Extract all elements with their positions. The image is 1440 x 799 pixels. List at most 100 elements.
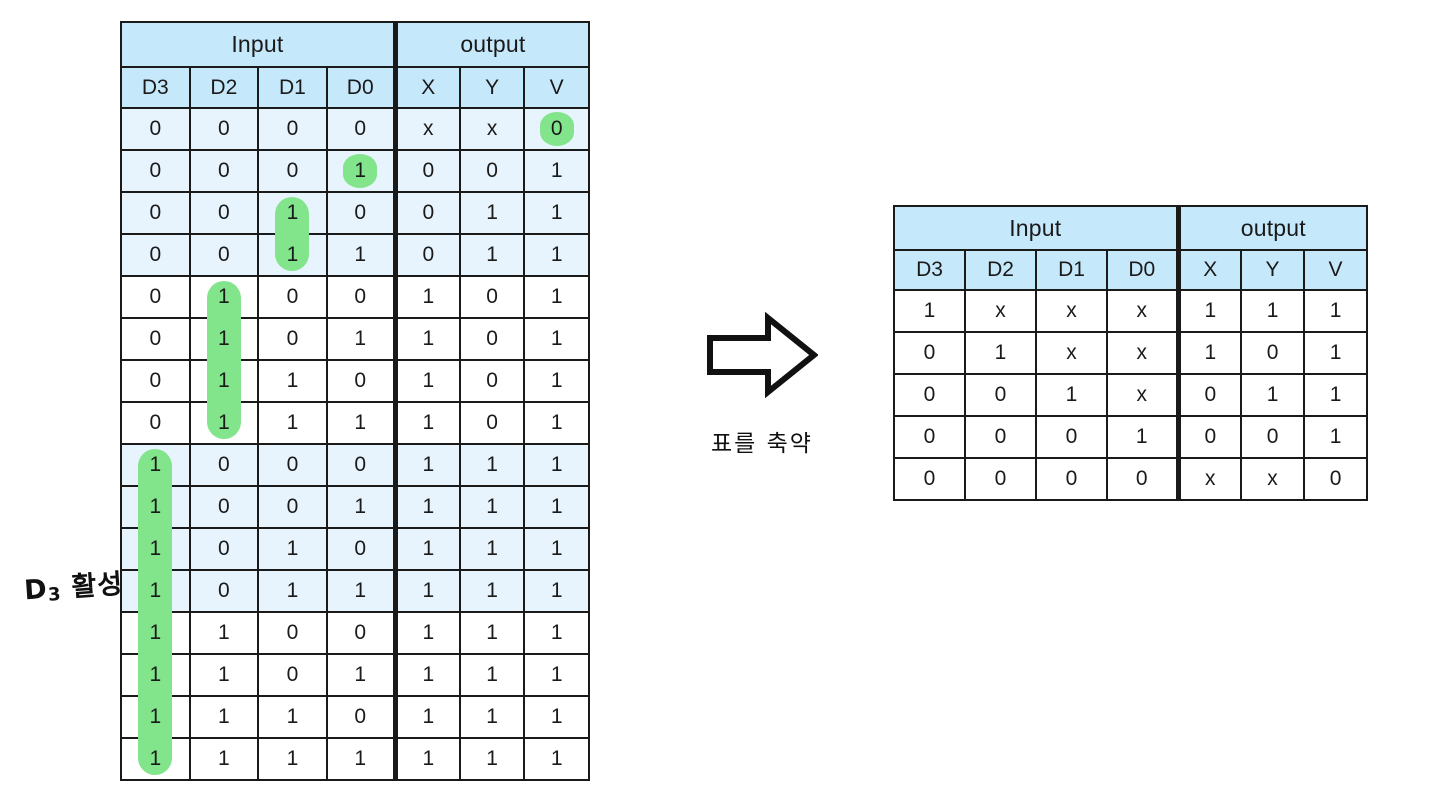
cell-y-r5: x [1240, 457, 1306, 501]
cell-d2-r2: 1 [964, 331, 1037, 375]
cell-y-r16: 1 [458, 737, 526, 781]
cell-d3-r5: 0 [120, 275, 191, 319]
column-header-d3: D3 [120, 66, 191, 109]
group-header-output: output [1175, 205, 1369, 251]
cell-d2-r10: 0 [188, 485, 260, 529]
column-header-d1: D1 [1035, 249, 1108, 291]
cell-d3-r4: 0 [120, 233, 191, 277]
cell-d0-r4: 1 [325, 233, 397, 277]
cell-x-r3: 0 [392, 191, 461, 235]
cell-d0-r2: x [1105, 331, 1180, 375]
cell-y-r9: 1 [458, 443, 526, 487]
cell-d1-r10: 0 [257, 485, 328, 529]
cell-d1-r3: 1 [257, 191, 328, 237]
column-header-d1: D1 [257, 66, 328, 109]
cell-d3-r5: 0 [893, 457, 966, 501]
highlight-pill-d3 [138, 449, 173, 489]
cell-x-r16: 1 [392, 737, 461, 781]
cell-y-r14: 1 [458, 653, 526, 697]
cell-d2-r16: 1 [188, 737, 260, 781]
cell-y-r12: 1 [458, 569, 526, 613]
cell-d3-r3: 0 [893, 373, 966, 417]
highlight-pill-d0 [343, 154, 378, 188]
column-header-y: Y [1240, 249, 1306, 291]
group-header-input: Input [119, 21, 397, 68]
cell-x-r5: x [1175, 457, 1243, 501]
cell-d3-r2: 0 [120, 149, 191, 193]
cell-y-r2: 0 [1240, 331, 1306, 375]
cell-d2-r8: 1 [188, 399, 260, 445]
cell-y-r6: 0 [458, 317, 526, 361]
cell-d1-r1: 0 [257, 107, 328, 151]
cell-d1-r7: 1 [257, 359, 328, 403]
cell-d0-r5: 0 [1105, 457, 1180, 501]
cell-v-r3: 1 [523, 191, 590, 235]
cell-d2-r5: 0 [964, 457, 1037, 501]
cell-d2-r2: 0 [188, 149, 260, 193]
cell-y-r5: 0 [458, 275, 526, 319]
column-header-x: X [1175, 249, 1243, 291]
cell-d1-r2: 0 [257, 149, 328, 193]
cell-v-r8: 1 [523, 401, 590, 445]
cell-y-r1: 1 [1240, 289, 1306, 333]
cell-d3-r11: 1 [120, 525, 191, 573]
cell-x-r12: 1 [392, 569, 461, 613]
cell-d3-r1: 1 [893, 289, 966, 333]
cell-v-r4: 1 [523, 233, 590, 277]
cell-d2-r12: 0 [188, 569, 260, 613]
cell-d0-r13: 0 [325, 611, 397, 655]
cell-d1-r4: 0 [1035, 415, 1108, 459]
column-header-d3: D3 [893, 249, 966, 291]
cell-x-r5: 1 [392, 275, 461, 319]
cell-d2-r6: 1 [188, 315, 260, 363]
cell-d1-r3: 1 [1035, 373, 1108, 417]
cell-d0-r6: 1 [325, 317, 397, 361]
cell-x-r11: 1 [392, 527, 461, 571]
cell-v-r5: 0 [1303, 457, 1369, 501]
highlight-pill-d3 [138, 735, 173, 775]
cell-d0-r4: 1 [1105, 415, 1180, 459]
cell-d0-r14: 1 [325, 653, 397, 697]
cell-d3-r9: 1 [120, 443, 191, 489]
cell-v-r10: 1 [523, 485, 590, 529]
cell-x-r1: x [392, 107, 461, 151]
cell-v-r7: 1 [523, 359, 590, 403]
cell-d2-r4: 0 [188, 233, 260, 277]
cell-d0-r1: 0 [325, 107, 397, 151]
cell-d1-r16: 1 [257, 737, 328, 781]
cell-v-r12: 1 [523, 569, 590, 613]
cell-v-r5: 1 [523, 275, 590, 319]
cell-d1-r11: 1 [257, 527, 328, 571]
highlight-pill-d3 [138, 693, 173, 741]
group-header-output: output [392, 21, 590, 68]
cell-v-r1: 0 [523, 107, 590, 151]
cell-v-r4: 1 [1303, 415, 1369, 459]
cell-x-r7: 1 [392, 359, 461, 403]
cell-d2-r1: x [964, 289, 1037, 333]
cell-d1-r6: 0 [257, 317, 328, 361]
cell-x-r6: 1 [392, 317, 461, 361]
cell-y-r3: 1 [1240, 373, 1306, 417]
highlight-pill-d3 [138, 525, 173, 573]
cell-d0-r10: 1 [325, 485, 397, 529]
cell-y-r8: 0 [458, 401, 526, 445]
cell-x-r14: 1 [392, 653, 461, 697]
cell-d1-r8: 1 [257, 401, 328, 445]
cell-d2-r5: 1 [188, 275, 260, 321]
